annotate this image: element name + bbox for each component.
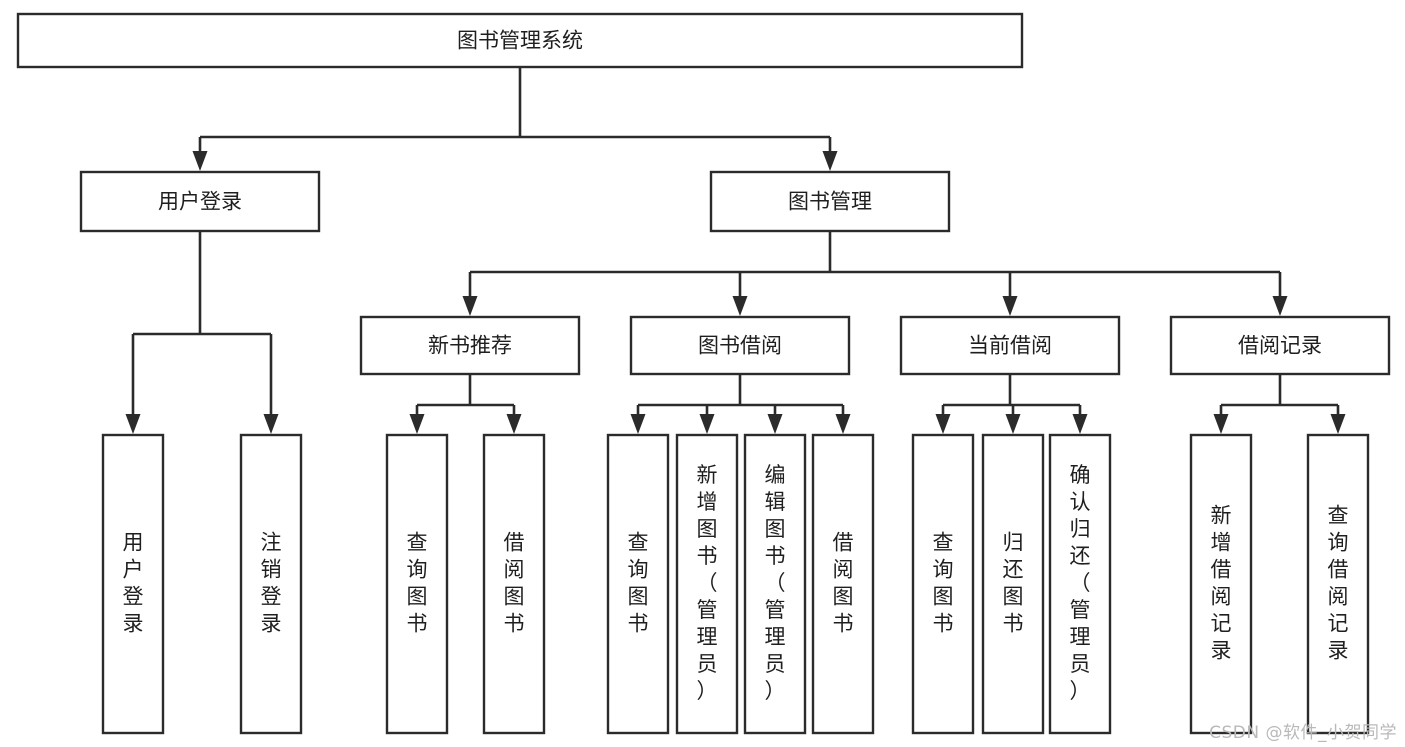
node-box[interactable] <box>482 433 546 735</box>
node-label: 借阅图书 <box>833 531 854 636</box>
node-leaf-user-login[interactable]: 用户登录 <box>101 433 165 735</box>
connector-group <box>409 374 522 434</box>
node-box[interactable] <box>16 12 1024 69</box>
node-leaf-user-logout[interactable]: 注销登录 <box>239 433 303 735</box>
node-label: 查询图书 <box>628 531 649 636</box>
node-leaf-borrow-lend[interactable]: 借阅图书 <box>811 433 875 735</box>
connector-group <box>630 374 851 434</box>
node-box[interactable] <box>981 433 1045 735</box>
node-box[interactable] <box>359 315 581 376</box>
node-label: 当前借阅 <box>968 334 1052 358</box>
node-box[interactable] <box>385 433 449 735</box>
arrowhead-icon <box>835 414 851 434</box>
arrowhead-icon <box>935 414 951 434</box>
node-label: 用户登录 <box>123 531 144 636</box>
arrowhead-icon <box>192 151 208 171</box>
node-current[interactable]: 当前借阅 <box>899 315 1121 376</box>
connector-group <box>935 374 1088 434</box>
node-box[interactable] <box>911 433 975 735</box>
node-label: 图书管理 <box>788 190 872 214</box>
node-label: 查询图书 <box>933 531 954 636</box>
connector-group <box>192 67 838 171</box>
arrowhead-icon <box>767 414 783 434</box>
node-box[interactable] <box>1169 315 1391 376</box>
node-root[interactable]: 图书管理系统 <box>16 12 1024 69</box>
csdn-watermark: CSDN @软件_小贺同学 <box>1209 723 1397 743</box>
node-label: 确认归还（管理员） <box>1070 463 1091 703</box>
arrowhead-icon <box>1002 296 1018 316</box>
node-leaf-cur-return[interactable]: 归还图书 <box>981 433 1045 735</box>
node-manage[interactable]: 图书管理 <box>709 170 951 233</box>
node-leaf-new-borrow[interactable]: 借阅图书 <box>482 433 546 735</box>
connectors-layer <box>125 67 1346 434</box>
node-leaf-rec-add[interactable]: 新增借阅记录 <box>1189 433 1253 735</box>
node-box[interactable] <box>1189 433 1253 735</box>
node-leaf-cur-query[interactable]: 查询图书 <box>911 433 975 735</box>
arrowhead-icon <box>263 414 279 434</box>
node-box[interactable] <box>1048 433 1112 735</box>
node-leaf-borrow-add[interactable]: 新增图书（管理员） <box>675 433 739 735</box>
arrowhead-icon <box>699 414 715 434</box>
arrowhead-icon <box>1005 414 1021 434</box>
node-label: 用户登录 <box>158 190 242 214</box>
node-label: 归还图书 <box>1003 531 1024 636</box>
node-box[interactable] <box>239 433 303 735</box>
arrowhead-icon <box>125 414 141 434</box>
nodes-layer: 图书管理系统用户登录图书管理新书推荐图书借阅当前借阅借阅记录用户登录注销登录查询… <box>16 12 1391 735</box>
arrowhead-icon <box>1213 414 1229 434</box>
node-box[interactable] <box>675 433 739 735</box>
node-label: 借阅图书 <box>504 531 525 636</box>
arrowhead-icon <box>462 296 478 316</box>
node-borrow[interactable]: 图书借阅 <box>629 315 851 376</box>
arrowhead-icon <box>409 414 425 434</box>
connector-group <box>1213 374 1346 434</box>
node-box[interactable] <box>606 433 670 735</box>
node-box[interactable] <box>743 433 807 735</box>
connector-group <box>125 231 279 434</box>
node-box[interactable] <box>629 315 851 376</box>
node-newbook[interactable]: 新书推荐 <box>359 315 581 376</box>
arrowhead-icon <box>1072 414 1088 434</box>
node-box[interactable] <box>709 170 951 233</box>
node-label: 查询借阅记录 <box>1328 504 1349 663</box>
node-label: 图书管理系统 <box>457 29 583 53</box>
node-leaf-new-query[interactable]: 查询图书 <box>385 433 449 735</box>
node-label: 借阅记录 <box>1238 334 1322 358</box>
arrowhead-icon <box>732 296 748 316</box>
node-label: 查询图书 <box>407 531 428 636</box>
node-leaf-rec-query[interactable]: 查询借阅记录 <box>1306 433 1370 735</box>
node-label: 新增借阅记录 <box>1211 504 1232 663</box>
arrowhead-icon <box>1272 296 1288 316</box>
node-label: 注销登录 <box>261 531 282 636</box>
connector-group <box>462 231 1288 316</box>
node-label: 新书推荐 <box>428 334 512 358</box>
node-leaf-borrow-query[interactable]: 查询图书 <box>606 433 670 735</box>
arrowhead-icon <box>1330 414 1346 434</box>
node-record[interactable]: 借阅记录 <box>1169 315 1391 376</box>
arrowhead-icon <box>630 414 646 434</box>
node-label: 编辑图书（管理员） <box>765 463 786 703</box>
node-label: 新增图书（管理员） <box>697 463 718 703</box>
node-box[interactable] <box>101 433 165 735</box>
node-label: 图书借阅 <box>698 334 782 358</box>
arrowhead-icon <box>822 151 838 171</box>
node-box[interactable] <box>79 170 321 233</box>
node-login[interactable]: 用户登录 <box>79 170 321 233</box>
node-box[interactable] <box>1306 433 1370 735</box>
arrowhead-icon <box>506 414 522 434</box>
node-leaf-cur-confirm[interactable]: 确认归还（管理员） <box>1048 433 1112 735</box>
node-box[interactable] <box>811 433 875 735</box>
node-box[interactable] <box>899 315 1121 376</box>
node-leaf-borrow-edit[interactable]: 编辑图书（管理员） <box>743 433 807 735</box>
